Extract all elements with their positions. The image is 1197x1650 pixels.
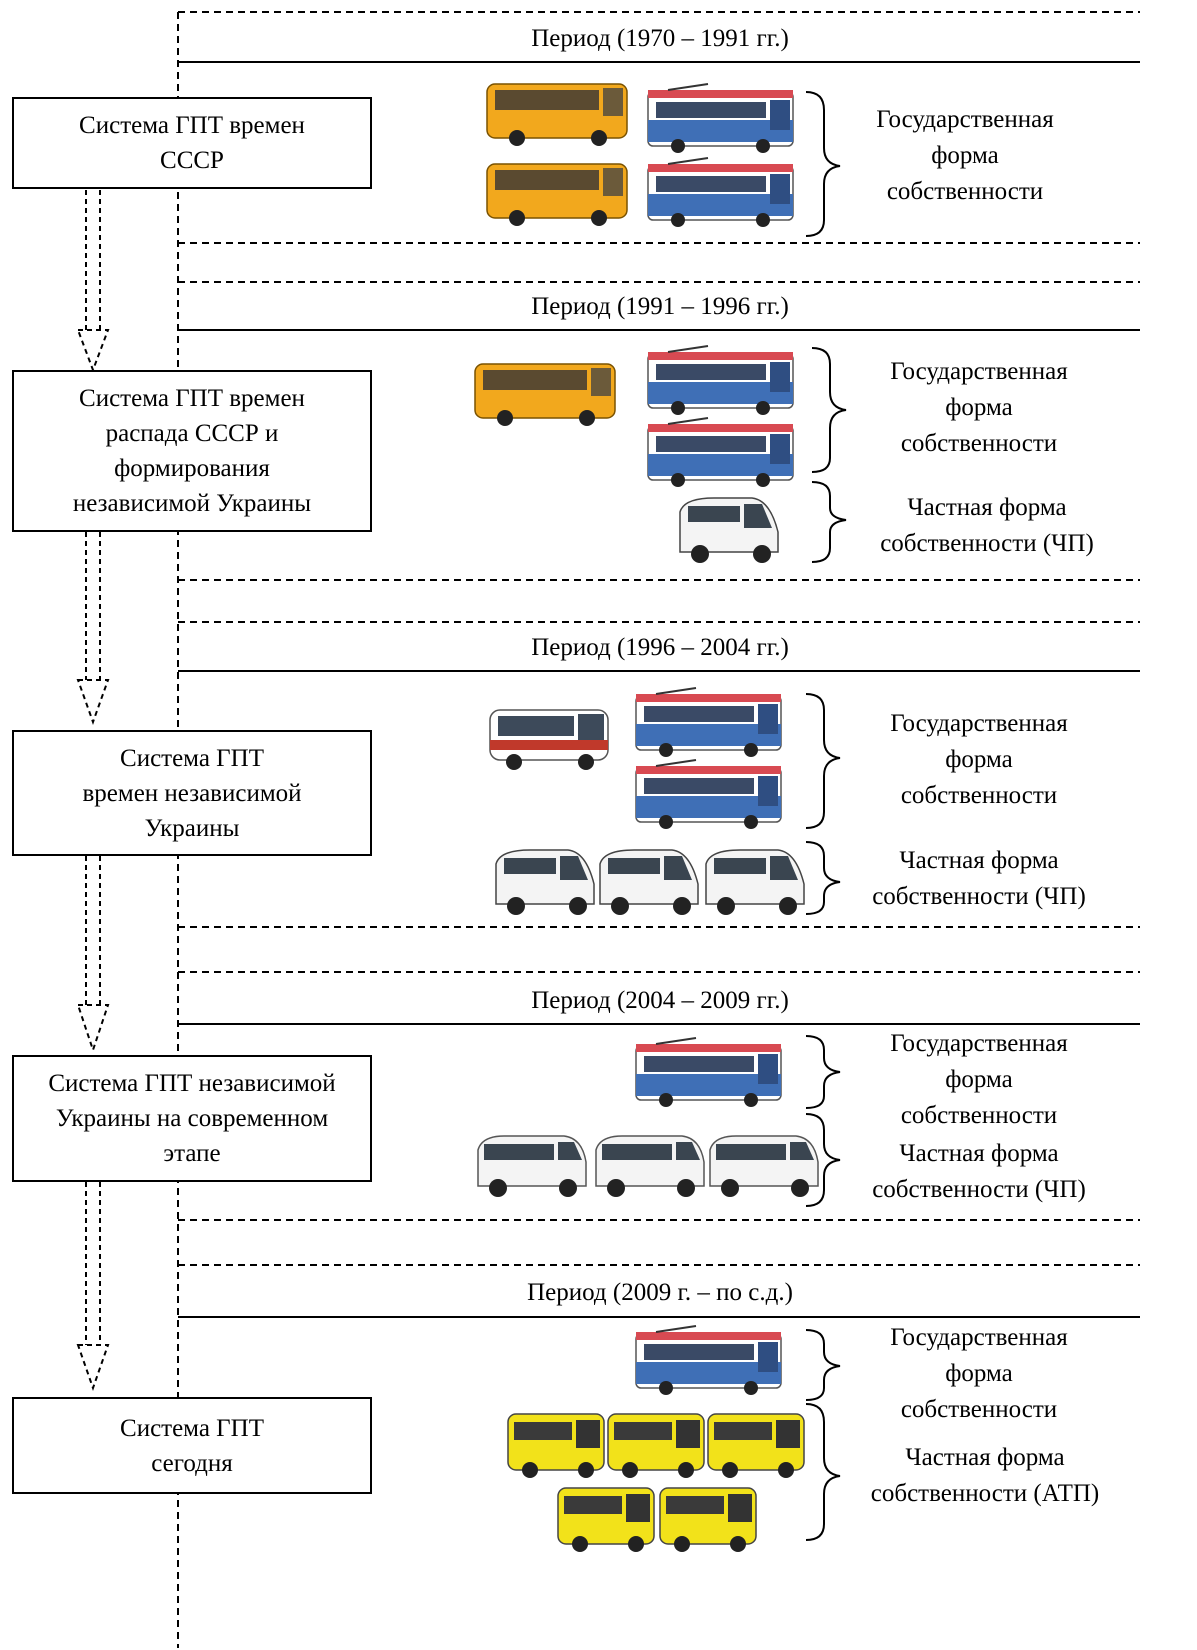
system-box-3: Система ГПТ времен независимой Украины — [12, 730, 372, 856]
ownership-private-2: Частная форма собственности (ЧП) — [880, 494, 1094, 557]
trolleybus-icon — [635, 1325, 782, 1396]
bus-yellow-icon — [707, 1413, 805, 1479]
minibus-van-icon — [599, 849, 699, 916]
trolleybus-icon — [647, 345, 794, 416]
ownership-state-3: Государственная форма собственности — [890, 710, 1068, 809]
trolleybus-icon — [647, 417, 794, 488]
minibus-van-icon — [705, 849, 805, 916]
minibus-van-icon — [495, 849, 595, 916]
minibus-van-icon — [679, 497, 779, 564]
period-title-2: Период (1991 – 1996 гг.) — [531, 293, 789, 320]
sprinter-van-icon — [595, 1135, 705, 1198]
stage-frame-2 — [178, 281, 1140, 581]
system-box-2: Система ГПТ времен распада СССР и формир… — [12, 370, 372, 532]
ownership-private-4: Частная форма собственности (ЧП) — [872, 1140, 1086, 1203]
trolleybus-icon — [647, 157, 794, 228]
transition-arrow-2 — [76, 532, 110, 725]
sprinter-van-icon — [709, 1135, 819, 1198]
brace-state-5 — [805, 1329, 841, 1401]
bus-yellow-icon — [659, 1487, 757, 1553]
period-title-3: Период (1996 – 2004 гг.) — [531, 634, 789, 661]
period-title-4: Период (2004 – 2009 гг.) — [531, 987, 789, 1014]
trolleybus-icon — [635, 759, 782, 830]
sprinter-van-icon — [477, 1135, 587, 1198]
bus-yellow-icon — [557, 1487, 655, 1553]
bus-yellow-icon — [507, 1413, 605, 1479]
trolleybus-icon — [647, 83, 794, 154]
brace-state-3 — [805, 693, 841, 829]
brace-private-2 — [811, 481, 847, 563]
bus-orange-icon — [474, 363, 616, 427]
brace-private-5 — [805, 1403, 841, 1541]
stage-frame-4 — [178, 971, 1140, 1221]
bus-yellow-icon — [607, 1413, 705, 1479]
ownership-state-4: Государственная форма собственности — [890, 1030, 1068, 1129]
paz-bus-icon — [489, 709, 609, 771]
brace-state-1 — [805, 91, 841, 237]
bus-orange-icon — [486, 163, 628, 227]
ownership-state-1: Государственная форма собственности — [876, 106, 1054, 205]
ownership-state-2: Государственная форма собственности — [890, 358, 1068, 457]
stage-frame-5 — [178, 1264, 1140, 1318]
period-title-5: Период (2009 г. – по с.д.) — [527, 1279, 793, 1306]
brace-private-4 — [805, 1113, 841, 1207]
brace-private-3 — [805, 841, 841, 915]
ownership-private-3: Частная форма собственности (ЧП) — [872, 847, 1086, 910]
transition-arrow-3 — [76, 856, 110, 1054]
brace-state-4 — [805, 1035, 841, 1109]
transition-arrow-4 — [76, 1182, 110, 1392]
ownership-private-5: Частная форма собственности (АТП) — [870, 1444, 1100, 1507]
trolleybus-icon — [635, 1037, 782, 1108]
stage-frame-1 — [178, 11, 1140, 244]
system-box-1: Система ГПТ времен СССР — [12, 97, 372, 189]
transition-arrow-1 — [76, 190, 110, 373]
system-box-4: Система ГПТ независимой Украины на совре… — [12, 1055, 372, 1182]
ownership-state-5: Государственная форма собственности — [890, 1324, 1068, 1423]
trolleybus-icon — [635, 687, 782, 758]
period-title-1: Период (1970 – 1991 гг.) — [531, 25, 789, 52]
stage-frame-3 — [178, 621, 1140, 928]
bus-orange-icon — [486, 83, 628, 147]
system-box-5: Система ГПТ сегодня — [12, 1397, 372, 1494]
brace-state-2 — [811, 347, 847, 473]
